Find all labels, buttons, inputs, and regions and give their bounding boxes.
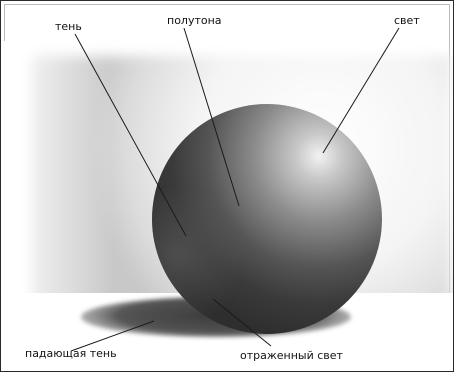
sphere-reflection: [152, 104, 382, 334]
label-light: свет: [394, 15, 420, 26]
label-halftone: полутона: [167, 15, 222, 26]
label-reflected-light: отраженный свет: [240, 350, 343, 361]
label-shadow: тень: [55, 21, 82, 32]
label-cast-shadow: падающая тень: [25, 348, 117, 359]
